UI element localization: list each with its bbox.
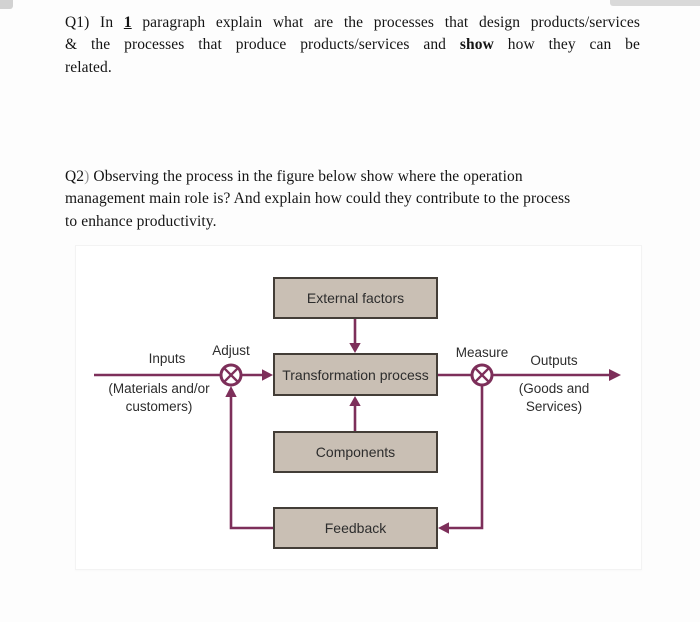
q1-line-3: related. [65,58,112,76]
outputs-sublabel: (Goods and Services) [479,380,629,415]
q2-line-1: Q2) Observing the process in the figure … [65,166,640,188]
transformation-process-box: Transformation process [273,353,438,396]
process-figure: External factors Transformation process … [75,245,642,570]
inputs-sublabel-line1: (Materials and/or [108,381,210,396]
q1-line-1: Q1) In 1 paragraph explain what are the … [65,12,640,34]
external-factors-box: External factors [273,277,438,319]
outputs-arrowhead-icon [609,369,621,381]
inputs-label: Inputs [148,351,186,366]
measure-label: Measure [455,345,509,360]
feedback-to-adjust-line [229,396,273,530]
q2-prefix: Q2 [65,168,85,185]
q2-line-2: management main role is? And explain how… [65,190,571,208]
question-2: Q2) Observing the process in the figure … [65,166,640,233]
inputs-sublabel: (Materials and/or customers) [84,380,234,415]
components-box: Components [273,431,438,473]
q1-bold-word: show [459,36,494,54]
feedback-box: Feedback [273,507,438,549]
arrowhead-down-icon [349,343,361,353]
q1-line2-post: how they can be [493,36,641,54]
arrowhead-into-feedback-icon [438,522,449,534]
q1-line2-pre: & the processes that produce products/se… [65,36,460,54]
adjust-label: Adjust [212,343,250,358]
q1-line1-pre: Q1) In [65,14,124,31]
outputs-sublabel-line1: (Goods and [518,381,590,396]
arrowhead-up-icon [349,396,361,406]
inputs-sublabel-line2: customers) [125,398,193,414]
question-1: Q1) In 1 paragraph explain what are the … [65,12,640,79]
q2-paren: ) [84,168,90,185]
screenshot-artifact-top-left [0,0,13,9]
outputs-sublabel-line2: Services) [525,398,583,414]
arrowhead-into-transformation-icon [262,369,273,381]
q2-line-3: to enhance productivity. [65,212,217,230]
flow-lines-svg [94,319,621,534]
q2-line1-rest: Observing the process in the figure belo… [89,168,523,185]
q1-bold-number: 1 [123,14,132,31]
screenshot-artifact-top-right [610,0,700,6]
measure-to-feedback-line [448,386,484,530]
measure-x-stroke-2 [474,367,490,383]
q1-line-2: & the processes that produce products/se… [65,34,640,56]
outputs-label: Outputs [530,353,578,368]
q1-line1-post: paragraph explain what are the processes… [131,14,641,31]
adjust-x-stroke-2 [223,367,239,383]
arrowhead-into-adjust-icon [225,386,237,397]
